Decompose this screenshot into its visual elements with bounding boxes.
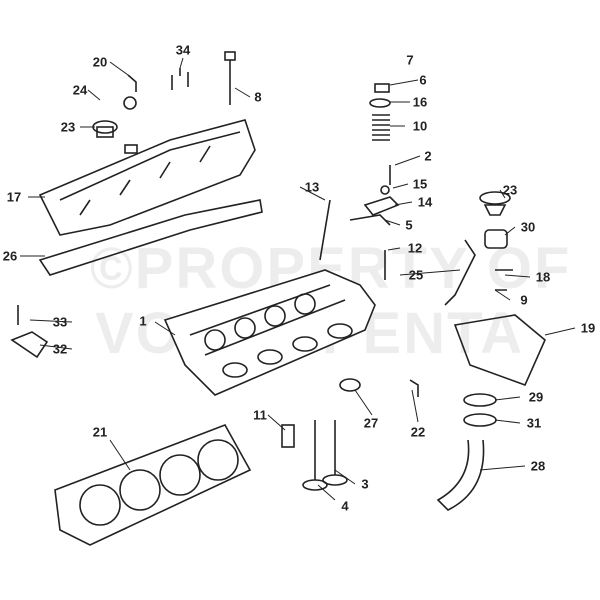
callout-31: 31	[526, 415, 542, 431]
leader-lines	[20, 57, 576, 501]
callout-7: 7	[406, 52, 414, 68]
callout-16: 16	[412, 94, 428, 110]
callout-27: 27	[363, 415, 379, 431]
callout-14: 14	[417, 194, 433, 210]
callout-6: 6	[419, 72, 427, 88]
callout-24: 24	[72, 82, 88, 98]
callout-30: 30	[520, 219, 536, 235]
callout-12: 12	[407, 240, 423, 256]
callout-17: 17	[6, 189, 22, 205]
callout-33: 33	[52, 314, 68, 330]
callout-1: 1	[139, 313, 147, 329]
callout-15: 15	[412, 176, 428, 192]
callout-20: 20	[92, 54, 108, 70]
callout-21: 21	[92, 424, 108, 440]
callout-3: 3	[361, 476, 369, 492]
valve-cover	[38, 119, 256, 236]
callout-2: 2	[424, 148, 432, 164]
callout-23b: 23	[502, 182, 518, 198]
callout-9: 9	[520, 292, 528, 308]
cylinder-head	[163, 269, 376, 396]
callout-11: 11	[253, 407, 267, 423]
callout-10: 10	[412, 118, 428, 134]
callout-19: 19	[580, 320, 596, 336]
callout-25: 25	[408, 267, 424, 283]
callout-4: 4	[341, 498, 349, 514]
callout-8: 8	[254, 89, 262, 105]
callout-34: 34	[175, 42, 191, 58]
callout-13: 13	[304, 179, 320, 195]
callout-32: 32	[52, 341, 68, 357]
valve-cover-gasket	[38, 199, 263, 276]
callout-5: 5	[405, 217, 413, 233]
callout-28: 28	[530, 458, 546, 474]
callout-22: 22	[410, 424, 426, 440]
callout-26: 26	[2, 248, 18, 264]
small-parts	[10, 51, 546, 511]
callout-18: 18	[535, 269, 551, 285]
head-gasket	[54, 424, 252, 546]
callout-29: 29	[528, 389, 544, 405]
callout-23: 23	[60, 119, 76, 135]
